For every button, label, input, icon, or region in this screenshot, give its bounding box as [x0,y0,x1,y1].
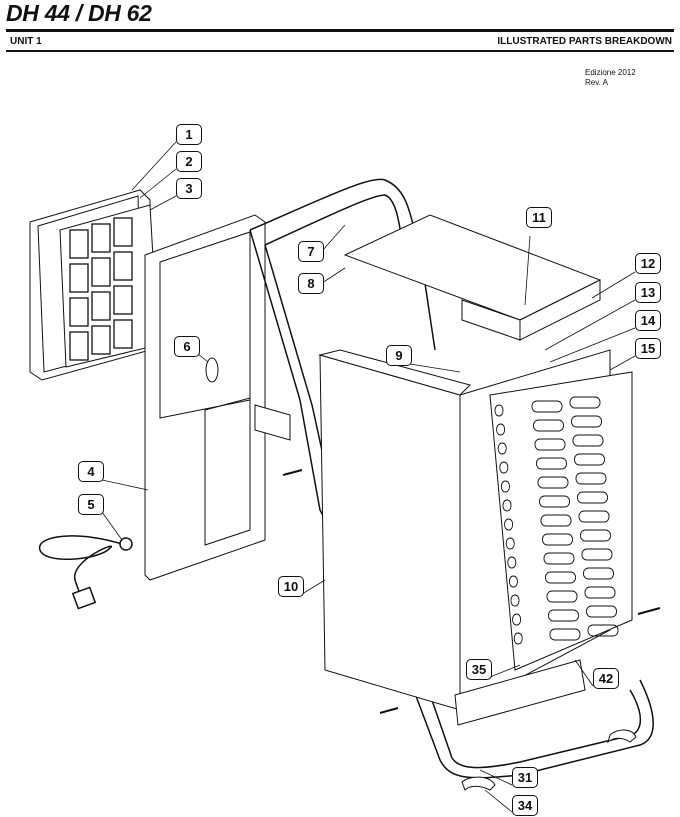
louver-slot [577,491,608,504]
louver-slot [507,556,517,569]
callout-7: 7 [298,241,324,262]
louver-slot [504,518,514,531]
louver-slot [546,590,578,603]
louver-slot [537,476,569,489]
callout-10: 10 [278,576,304,597]
louver-slot [569,396,601,409]
divider [6,50,674,52]
louvered-panel [489,371,633,671]
callout-14: 14 [635,310,661,331]
louver-slot [499,461,509,474]
screws [282,469,661,714]
edition-info: Edizione 2012 Rev. A [585,68,636,88]
louver-slot [574,453,605,466]
callout-4: 4 [78,461,104,482]
callout-34: 34 [512,795,538,816]
louver-slot [542,533,573,546]
leader-lines [101,141,636,813]
louver-slot [513,632,523,645]
louver-slot [534,438,566,451]
louver-slot [580,529,611,542]
callout-31: 31 [512,767,538,788]
louver-slot [496,423,506,436]
filter-panel [29,189,159,381]
louver-slot [545,571,576,584]
louver-slot [548,609,579,622]
louver-slot [583,567,614,580]
callout-5: 5 [78,494,104,515]
louver-slot [502,499,512,512]
louver-slot [543,552,575,565]
bottom-plate [454,659,586,726]
top-cover [343,214,602,341]
revision-text: Rev. A [585,78,608,87]
front-panel [144,214,291,581]
louver-slot [539,495,570,508]
louver-slot [584,586,616,599]
callout-2: 2 [176,151,202,172]
louver-slot [571,415,602,428]
louver-slot [578,510,610,523]
callout-42: 42 [593,668,619,689]
louver-slot [531,400,563,413]
callout-9: 9 [386,345,412,366]
callout-1: 1 [176,124,202,145]
louver-slot [533,419,564,432]
louver-slot [587,624,619,637]
louver-slot [540,514,572,527]
document-title: DH 44 / DH 62 [6,0,152,26]
louver-slot [505,537,515,550]
callout-12: 12 [635,253,661,274]
louver-slot [549,628,581,641]
unit-label: UNIT 1 [10,36,42,47]
callout-6: 6 [174,336,200,357]
louver-slot [512,613,522,626]
louver-slot [510,594,520,607]
callout-11: 11 [526,207,552,228]
callout-35: 35 [466,659,492,680]
louver-slot [536,457,567,470]
louver-slot [572,434,604,447]
callout-3: 3 [176,178,202,199]
louver-slot [581,548,613,561]
louver-slot [500,480,510,493]
louver-slot [494,404,504,417]
louver-slot [575,472,607,485]
feet [461,729,637,791]
callout-15: 15 [635,338,661,359]
divider [6,29,674,32]
louver-slot [497,442,507,455]
section-label: ILLUSTRATED PARTS BREAKDOWN [497,36,672,47]
power-cable [39,535,133,610]
louver-slot [586,605,617,618]
callout-8: 8 [298,273,324,294]
edition-text: Edizione 2012 [585,68,636,77]
callout-13: 13 [635,282,661,303]
louver-slot [508,575,518,588]
